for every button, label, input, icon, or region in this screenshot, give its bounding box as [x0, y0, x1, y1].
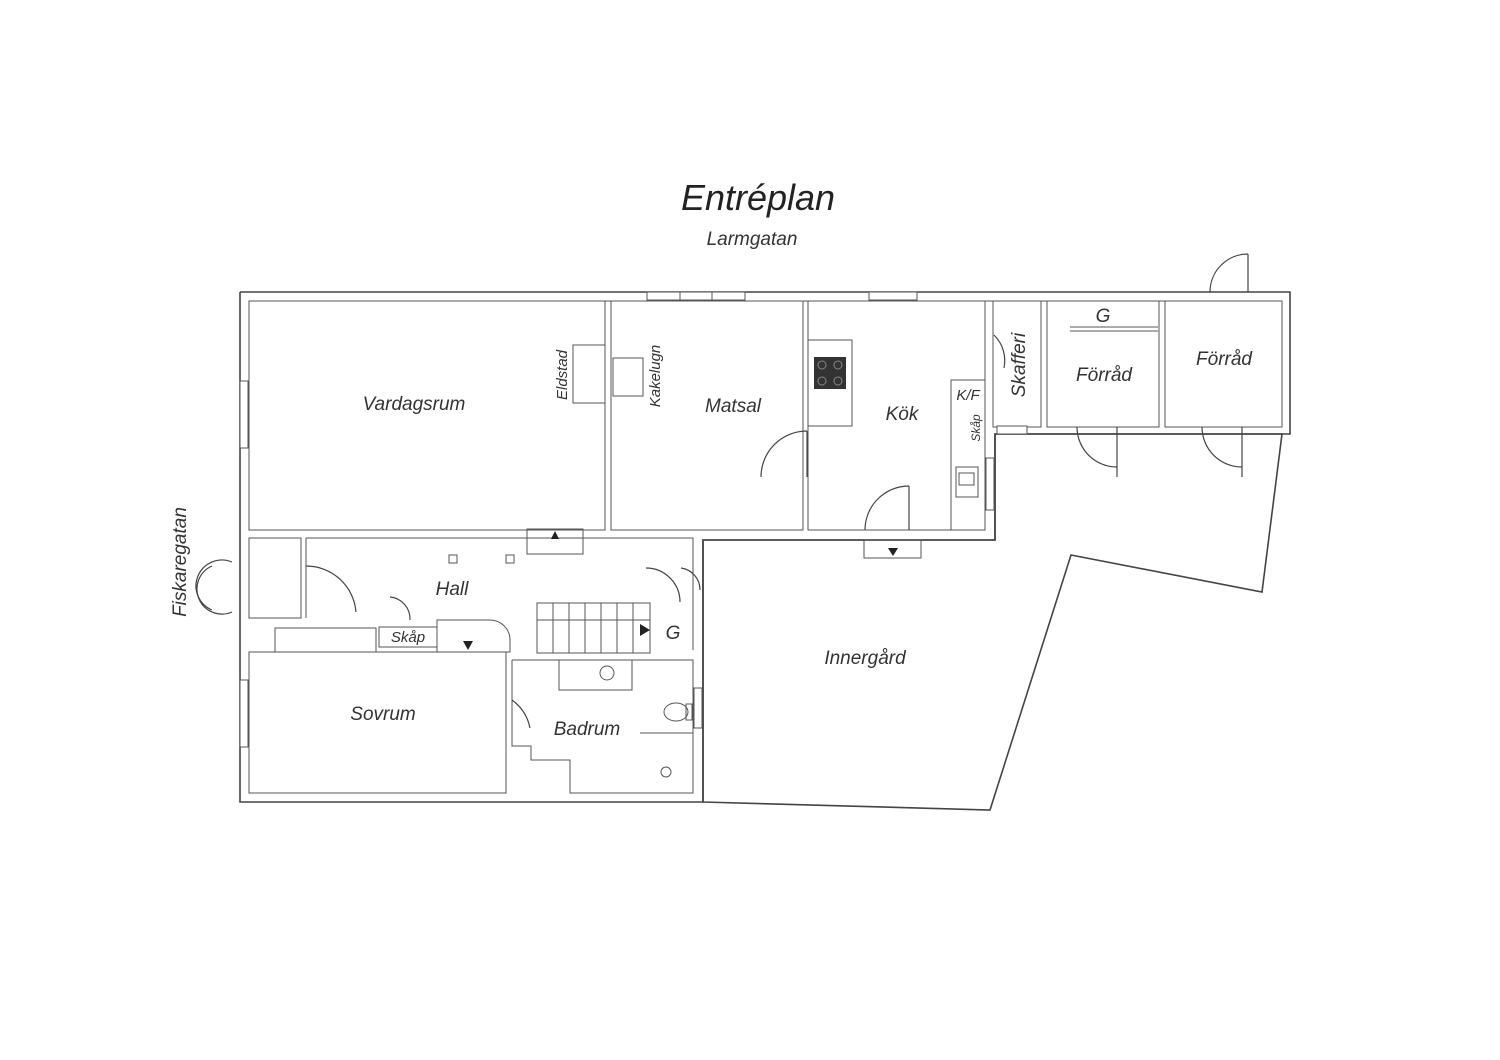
- room-label-badrum: Badrum: [554, 719, 621, 740]
- street-label-west: Fiskaregatan: [170, 507, 191, 617]
- staircase: [536, 602, 651, 654]
- street-label-north: Larmgatan: [707, 229, 798, 250]
- bedroom-closet-wall: [249, 627, 377, 653]
- bathroom-vanity: [558, 659, 633, 691]
- doors: [195, 253, 1249, 729]
- room-label-innergard: Innergård: [824, 648, 907, 669]
- stove-burner-icon: [817, 360, 827, 370]
- room-label-skafferi: Skafferi: [1009, 332, 1030, 397]
- fireplace: [572, 344, 606, 404]
- plan-title: Entréplan: [681, 177, 835, 218]
- fixture-label-g-storage: G: [1096, 306, 1111, 327]
- washbasin-icon: [599, 665, 615, 681]
- room-label-sovrum: Sovrum: [350, 704, 415, 725]
- stove-appliance: [814, 357, 846, 389]
- storage-1-walls: [1046, 300, 1160, 428]
- fixture-label-g-stairs: G: [666, 623, 681, 644]
- stove-burner-icon: [833, 360, 843, 370]
- column-icon: [448, 554, 458, 564]
- bathroom-walls: [511, 659, 694, 794]
- entry-arrow-icon: [888, 548, 898, 556]
- stair-down-arrow-icon: [463, 641, 473, 650]
- hall-walls: [248, 537, 694, 650]
- room-label-hall: Hall: [436, 579, 470, 600]
- room-label-forrad-1: Förråd: [1076, 365, 1133, 386]
- fixture-label-kakelugn: Kakelugn: [647, 345, 664, 408]
- fixture-label-kf: K/F: [956, 387, 980, 404]
- shower-head-icon: [660, 766, 672, 778]
- room-label-forrad-2: Förråd: [1196, 349, 1253, 370]
- stove-burner-icon: [833, 376, 843, 386]
- windows: [239, 291, 1028, 748]
- kitchen-sink-icon: [955, 466, 979, 498]
- outer-walls: [239, 291, 1291, 803]
- room-label-vardagsrum: Vardagsrum: [363, 394, 466, 415]
- fixture-label-eldstad: Eldstad: [554, 349, 571, 400]
- bedroom-walls: [248, 651, 507, 794]
- entry-marker-courtyard: [863, 539, 922, 559]
- stair-arrow-icon: [640, 624, 650, 636]
- toilet-tank: [685, 703, 693, 721]
- room-label-kok: Kök: [886, 404, 920, 425]
- fixture-label-skap-kitchen: Skåp: [969, 414, 983, 442]
- storage-2-walls: [1164, 300, 1283, 428]
- living-dining-walls: [248, 300, 804, 531]
- toilet-icon: [663, 702, 689, 722]
- column-icon: [505, 554, 515, 564]
- room-label-matsal: Matsal: [705, 396, 762, 417]
- fixture-label-skap-hall: Skåp: [391, 629, 425, 646]
- tile-stove: [612, 357, 644, 397]
- stove-burner-icon: [817, 376, 827, 386]
- kitchen-sink-basin: [958, 472, 975, 486]
- courtyard-outline: [702, 433, 1283, 811]
- kitchen-walls: [807, 300, 986, 531]
- entry-arrow-icon: [551, 531, 559, 539]
- entry-marker-north: [526, 528, 584, 555]
